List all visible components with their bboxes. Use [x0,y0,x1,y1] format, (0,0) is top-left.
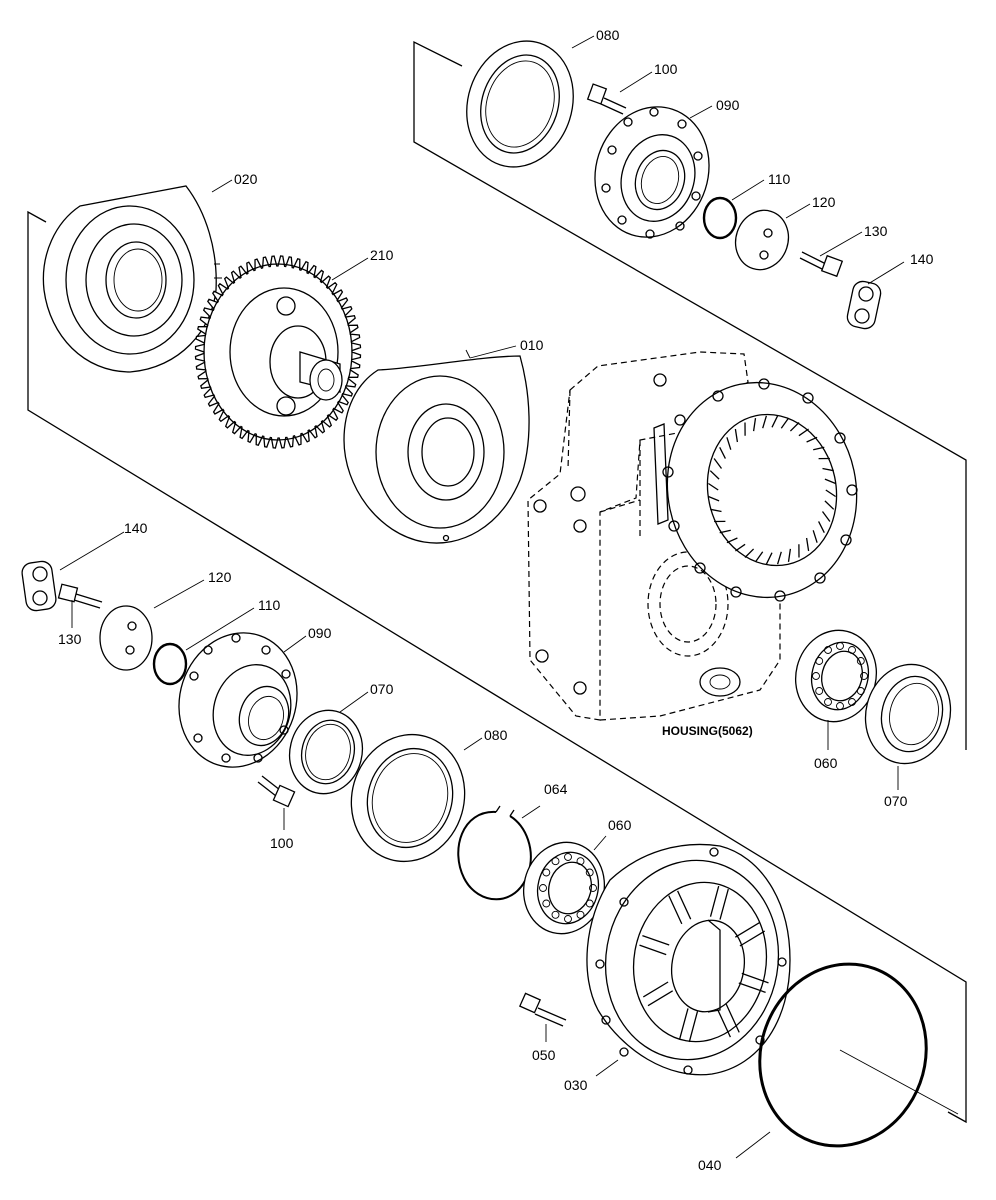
part-064-snap-ring [457,805,532,901]
part-050-bolt [518,992,567,1027]
part-210-gear [194,255,362,449]
part-140-left-lockplate [21,560,57,612]
label-top-100: 100 [654,61,678,77]
part-070-left-seal [288,709,364,795]
bearing-ball [848,698,856,706]
leader-lines [59,35,959,1159]
bearing-ball [856,657,865,665]
ring-bolt-holes [662,378,858,602]
label-left-070: 070 [370,681,394,697]
bearing-ball [824,698,832,706]
carrier-spoke [738,972,769,994]
label-left-080: 080 [484,727,508,743]
carrier-spoke [679,1008,699,1043]
part-110-left-oring [152,642,188,686]
bearing-ball [824,646,832,654]
part-060-mid-bearing [522,841,606,935]
bearing-ball [836,702,844,710]
part-090-left-flange [178,632,298,768]
bearing-ball [542,868,551,877]
part-080-left-seal [350,733,466,863]
part-080-top-seal [466,40,574,168]
housing-outline [527,351,781,721]
label-left-140: 140 [124,520,148,536]
part-030-carrier-housing [586,843,791,1076]
label-left-090: 090 [308,625,332,641]
label-left-130: 130 [58,631,82,647]
bearing-ball [576,857,585,866]
carrier-spoke [716,1003,740,1038]
bearing-ball [860,672,868,680]
housing-label: HOUSING(5062) [662,724,753,738]
label-left-110: 110 [258,597,281,613]
bearing-ball [576,910,585,919]
bearing-ball [585,868,594,877]
label-064: 064 [544,781,568,797]
label-210: 210 [370,247,394,263]
carrier-spoke [668,890,692,925]
bearing-ball [564,853,572,861]
left-flange-holes [189,633,291,763]
part-100-top-bolt [586,83,627,115]
carrier-spoke [734,921,766,947]
part-140-top-lockplate [846,280,882,330]
label-010: 010 [520,337,544,353]
bearing-ball [551,910,560,919]
label-right-070: 070 [884,793,908,809]
bearing-ball [848,646,856,654]
label-020: 020 [234,171,258,187]
carrier-spoke [639,934,670,956]
label-040: 040 [698,1157,722,1173]
flange-holes [601,107,703,239]
label-top-130: 130 [864,223,888,239]
callout-labels: 080 100 090 110 120 130 140 020 210 010 … [58,27,934,1173]
part-060-right-bearing [794,629,878,723]
bearing-ball [856,687,865,695]
assembly-planes [27,40,967,1124]
part-070-right-seal [864,663,952,765]
part-120-top-washer [734,209,790,271]
label-left-120: 120 [208,569,232,585]
bearing-ball [542,899,551,908]
bearing-ball [551,857,560,866]
label-left-100: 100 [270,835,294,851]
part-090-top-flange [594,106,710,239]
carrier-spoke [709,885,729,920]
bearing-ball [815,657,824,665]
label-050: 050 [532,1047,556,1063]
part-130-left-bolt [57,583,103,609]
housing-ring-gear [653,378,858,602]
bearing-ball [585,899,594,908]
label-top-120: 120 [812,194,836,210]
part-100-left-bolt [257,775,296,808]
label-top-080: 080 [596,27,620,43]
bearing-ball [812,672,820,680]
part-040-large-oring [758,962,928,1148]
part-110-top-oring [702,196,738,240]
carrier-spoke [642,981,674,1007]
label-top-110: 110 [768,171,791,187]
label-top-090: 090 [716,97,740,113]
label-mid-060: 060 [608,817,632,833]
part-010-cover [343,349,530,544]
label-right-060: 060 [814,755,838,771]
bearing-ball [589,884,597,892]
part-120-left-washer [99,605,153,671]
bearing-ball [539,884,547,892]
bearing-ball [564,915,572,923]
label-top-140: 140 [910,251,934,267]
part-130-top-bolt [799,251,844,278]
label-030: 030 [564,1077,588,1093]
bearing-ball [815,687,824,695]
bearing-ball [836,642,844,650]
part-020-cover-plate [42,185,222,373]
